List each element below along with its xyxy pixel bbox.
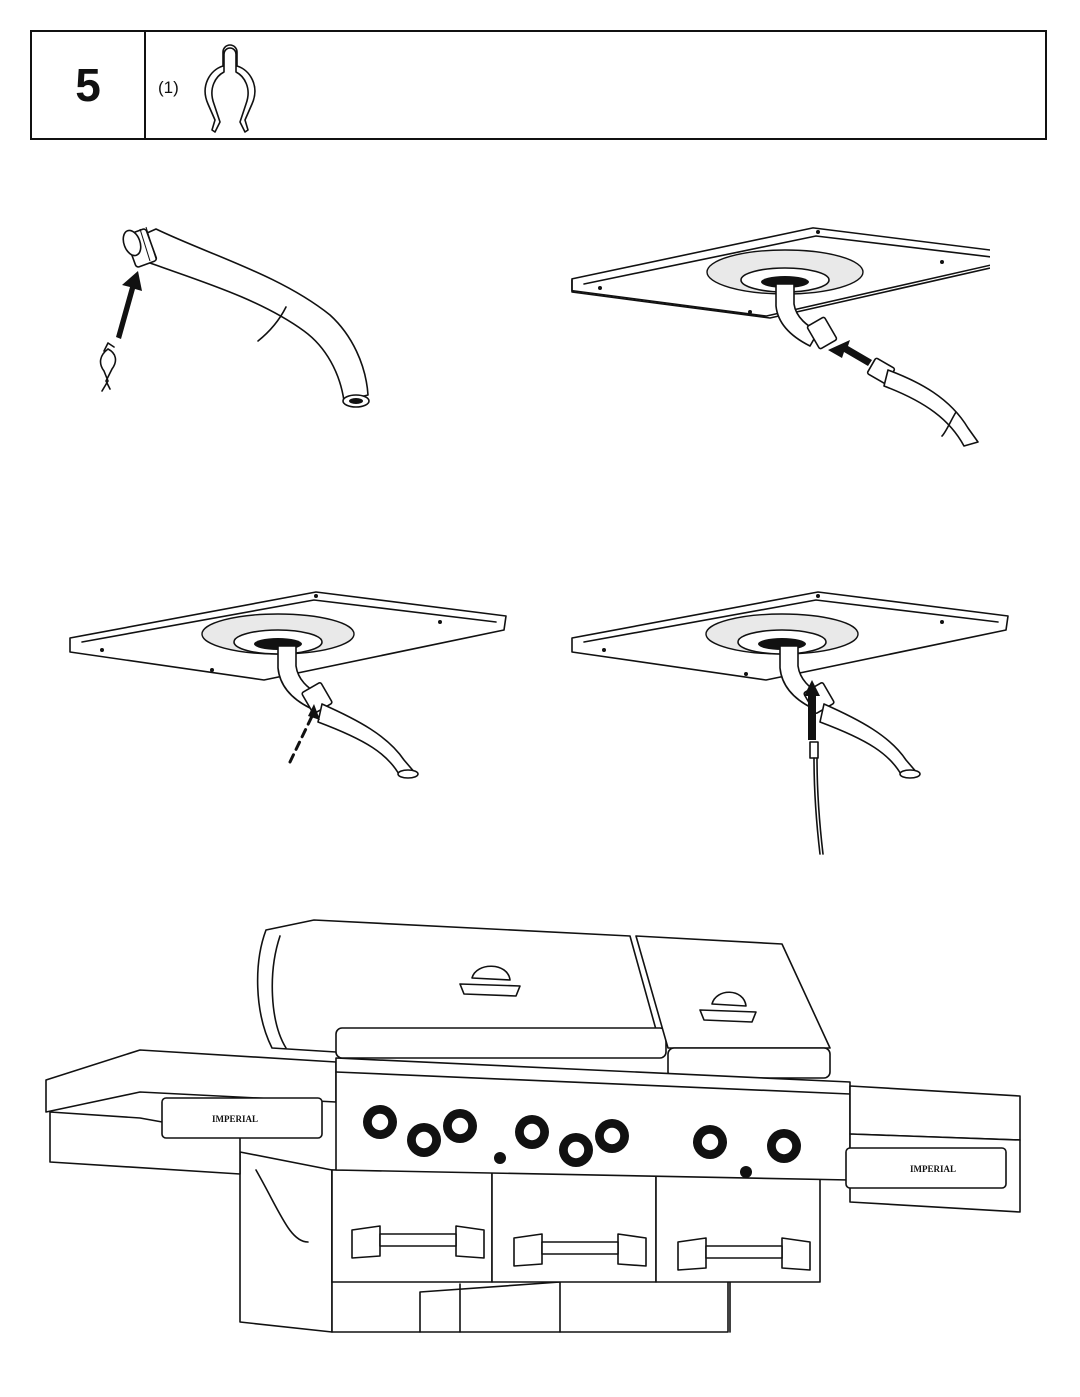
parts-list: (1) [146, 32, 1045, 138]
step-number: 5 [75, 59, 101, 111]
figure-grill-assembly-overview: IMPERIAL IMPERIAL [40, 912, 1030, 1342]
control-knobs [363, 1105, 801, 1178]
retaining-clip-icon [190, 38, 270, 138]
hose-icon [99, 226, 370, 408]
grill-icon: IMPERIAL IMPERIAL [45, 919, 1021, 1333]
figure-hose-and-clip [90, 215, 390, 415]
step-header: 5 (1) [30, 30, 1047, 140]
right-shelf-brand: IMPERIAL [910, 1164, 956, 1174]
figure-hose-to-burner-valve [570, 222, 990, 452]
step-number-cell: 5 [32, 32, 146, 138]
arrow-icon [808, 694, 816, 740]
arrow-icon [828, 340, 872, 366]
left-shelf-brand: IMPERIAL [212, 1114, 258, 1124]
figure-clip-installed [68, 590, 508, 780]
arrow-icon [288, 710, 316, 764]
arrow-icon [116, 271, 142, 339]
figure-igniter-wire-connect [570, 590, 1010, 860]
part-quantity: (1) [158, 78, 179, 97]
